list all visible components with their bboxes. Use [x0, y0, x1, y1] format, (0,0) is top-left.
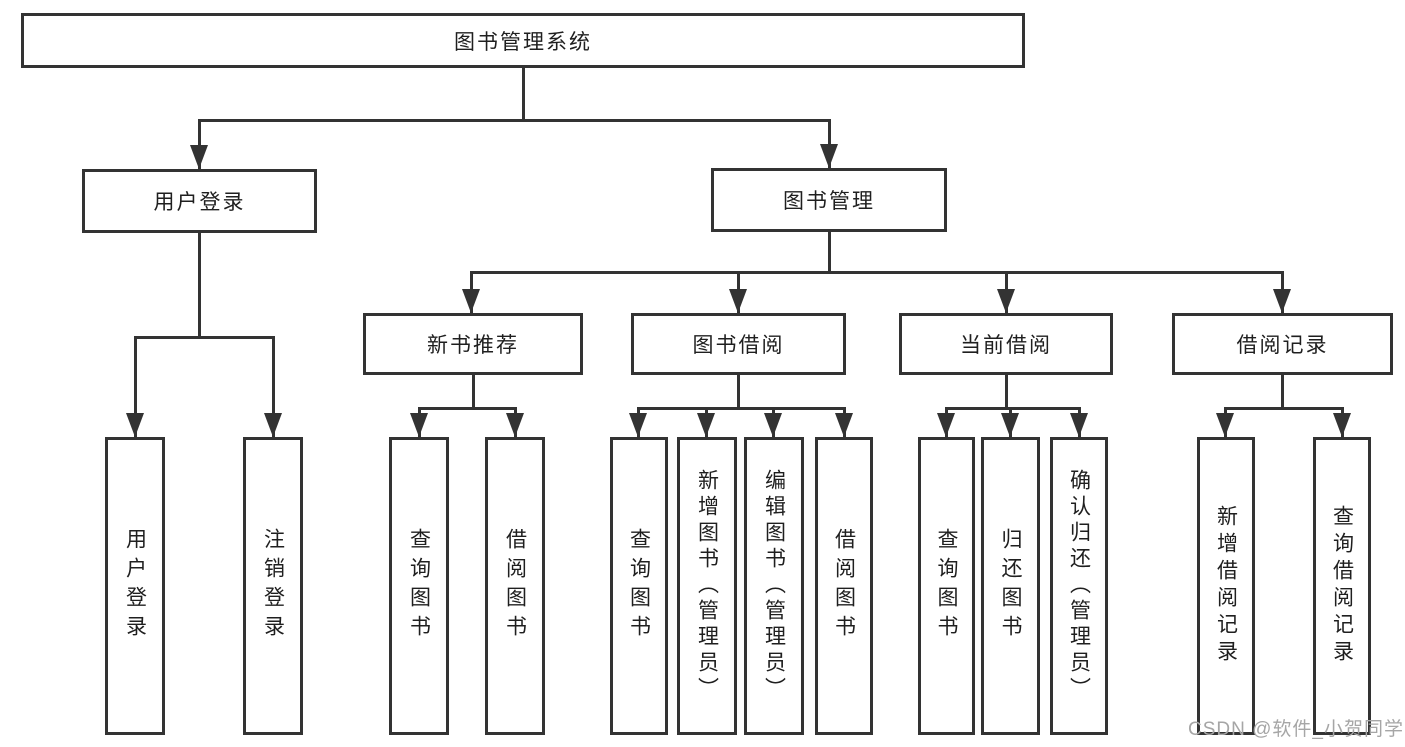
- node-book-borrow-label: 图书借阅: [692, 334, 785, 357]
- node-borrow-record: 借阅记录: [1172, 313, 1393, 375]
- leaf-nbr-query-books-label: 查询图书: [407, 528, 431, 644]
- leaf-br-add-record: 新增借阅记录: [1197, 437, 1255, 735]
- arrowhead-icon: [997, 289, 1015, 313]
- arrowhead-icon: [820, 144, 838, 168]
- node-user-login-label: 用户登录: [153, 191, 246, 214]
- connector-br-stem: [1281, 375, 1284, 410]
- leaf-logout-label: 注销登录: [261, 528, 285, 644]
- connector-root-stem: [522, 68, 525, 122]
- leaf-cb-return-books: 归还图书: [981, 437, 1040, 735]
- node-book-borrow: 图书借阅: [631, 313, 846, 375]
- csdn-watermark: CSDN @软件_小贺同学: [1188, 719, 1404, 740]
- node-root-label: 图书管理系统: [454, 30, 592, 54]
- leaf-br-query-record-label: 查询借阅记录: [1330, 505, 1354, 667]
- leaf-bb-query-books-label: 查询图书: [627, 528, 651, 644]
- leaf-cb-query-books: 查询图书: [918, 437, 975, 735]
- leaf-cb-confirm-return: 确认归还（管理员）: [1050, 437, 1108, 735]
- connector-cb-branch: [945, 407, 1081, 410]
- leaf-bb-query-books: 查询图书: [610, 437, 668, 735]
- leaf-cb-query-books-label: 查询图书: [935, 528, 958, 644]
- leaf-nbr-borrow-books: 借阅图书: [485, 437, 545, 735]
- leaf-bb-add-books-label: 新增图书（管理员）: [695, 469, 719, 703]
- leaf-bb-edit-books: 编辑图书（管理员）: [744, 437, 804, 735]
- leaf-br-query-record: 查询借阅记录: [1313, 437, 1371, 735]
- leaf-user-login: 用户登录: [105, 437, 165, 735]
- connector-nbr-stem: [472, 375, 475, 410]
- arrowhead-icon: [729, 289, 747, 313]
- connector-nbr-branch: [418, 407, 517, 410]
- leaf-logout: 注销登录: [243, 437, 303, 735]
- arrowhead-icon: [764, 413, 782, 437]
- connector-bb-branch: [637, 407, 846, 410]
- arrowhead-icon: [1216, 413, 1234, 437]
- connector-arrow-stem: [134, 336, 137, 437]
- arrowhead-icon: [462, 289, 480, 313]
- connector-level2-branch: [470, 271, 1283, 274]
- node-root: 图书管理系统: [21, 13, 1025, 68]
- arrowhead-icon: [264, 413, 282, 437]
- arrowhead-icon: [697, 413, 715, 437]
- node-book-management: 图书管理: [711, 168, 947, 232]
- leaf-bb-edit-books-label: 编辑图书（管理员）: [762, 469, 786, 703]
- connector-bb-stem: [737, 375, 740, 410]
- connector-arrow-stem: [198, 119, 201, 169]
- arrowhead-icon: [629, 413, 647, 437]
- leaf-cb-confirm-return-label: 确认归还（管理员）: [1067, 469, 1091, 703]
- node-current-borrow: 当前借阅: [899, 313, 1113, 375]
- node-borrow-record-label: 借阅记录: [1236, 334, 1329, 357]
- leaf-bb-add-books: 新增图书（管理员）: [677, 437, 737, 735]
- leaf-br-add-record-label: 新增借阅记录: [1214, 505, 1238, 667]
- connector-arrow-stem: [272, 336, 275, 437]
- connector-arrow-stem: [828, 119, 831, 168]
- leaf-bb-borrow-books-label: 借阅图书: [832, 528, 856, 644]
- arrowhead-icon: [937, 413, 955, 437]
- connector-userlogin-stem: [198, 233, 201, 339]
- connector-level1-branch: [198, 119, 831, 122]
- leaf-nbr-borrow-books-label: 借阅图书: [503, 528, 527, 644]
- node-current-borrow-label: 当前借阅: [960, 334, 1052, 357]
- leaf-user-login-label: 用户登录: [123, 528, 147, 644]
- connector-br-branch: [1224, 407, 1344, 410]
- node-user-login: 用户登录: [82, 169, 317, 233]
- arrowhead-icon: [126, 413, 144, 437]
- connector-bookmgmt-stem: [828, 232, 831, 274]
- connector-cb-stem: [1005, 375, 1008, 410]
- arrowhead-icon: [410, 413, 428, 437]
- node-book-management-label: 图书管理: [783, 190, 875, 213]
- connector-userlogin-branch: [134, 336, 275, 339]
- arrowhead-icon: [1070, 413, 1088, 437]
- arrowhead-icon: [1333, 413, 1351, 437]
- arrowhead-icon: [506, 413, 524, 437]
- leaf-cb-return-books-label: 归还图书: [999, 528, 1022, 644]
- node-new-book-recommend: 新书推荐: [363, 313, 583, 375]
- leaf-nbr-query-books: 查询图书: [389, 437, 449, 735]
- node-new-book-recommend-label: 新书推荐: [427, 334, 519, 357]
- arrowhead-icon: [1273, 289, 1291, 313]
- arrowhead-icon: [835, 413, 853, 437]
- arrowhead-icon: [190, 145, 208, 169]
- arrowhead-icon: [1001, 413, 1019, 437]
- leaf-bb-borrow-books: 借阅图书: [815, 437, 873, 735]
